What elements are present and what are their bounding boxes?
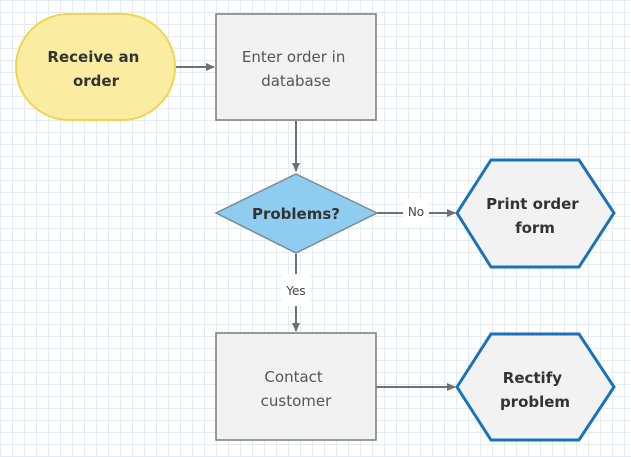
node-rectify-problem[interactable]: Rectify problem [455,332,616,442]
start-terminal-shape [15,13,176,121]
node-enter-order[interactable]: Enter order in database [215,13,377,121]
svg-text:Rectify problem: Rectify problem [500,369,570,411]
edge-label-no: No [403,199,429,227]
hexagon-shape [455,158,616,269]
node-rectify-line2: problem [500,393,570,411]
edge-label-no-text: No [408,205,424,219]
edge-label-yes: Yes [282,274,310,306]
process-shape [215,13,377,121]
node-enter-order-line2: database [261,72,331,90]
decision-diamond-shape [214,173,379,254]
node-contact-line1: Contact [264,368,322,386]
node-rectify-line1: Rectify [503,369,562,387]
edge-label-yes-text: Yes [285,284,305,298]
node-contact-customer[interactable]: Contact customer [215,332,377,441]
svg-text:Print order form: Print order form [486,195,584,237]
node-receive-order[interactable]: Receive an order [15,13,176,121]
node-print-order-form[interactable]: Print order form [455,158,616,269]
node-receive-order-line2: order [73,72,120,90]
svg-text:Contact customer: Contact customer [261,368,332,410]
node-print-line1: Print order [486,195,579,213]
node-problems-label: Problems? [252,205,340,223]
hexagon-shape [455,332,616,442]
node-print-line2: form [515,219,555,237]
node-problems-decision[interactable]: Problems? [214,173,379,254]
node-receive-order-line1: Receive an [47,48,139,66]
svg-text:Enter order in database: Enter order in database [242,48,350,90]
svg-text:Receive an order: Receive an order [47,48,144,90]
process-shape [215,332,377,441]
node-contact-line2: customer [261,392,332,410]
node-enter-order-line1: Enter order in [242,48,345,66]
